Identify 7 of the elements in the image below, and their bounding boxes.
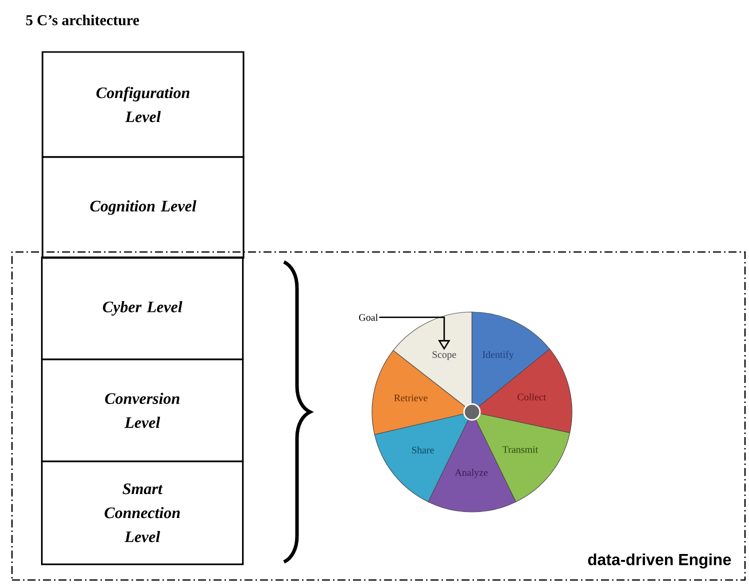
title: 5 C’s architecture <box>26 14 140 26</box>
goal-label: Goal <box>359 314 378 321</box>
level-box: Configuration Level <box>42 51 244 158</box>
level-box: Conversion Level <box>41 358 244 462</box>
level-box: Smart Connection Level <box>41 460 244 566</box>
level-box: Cyber Level <box>41 256 244 360</box>
level-box: Cognition Level <box>42 156 244 259</box>
